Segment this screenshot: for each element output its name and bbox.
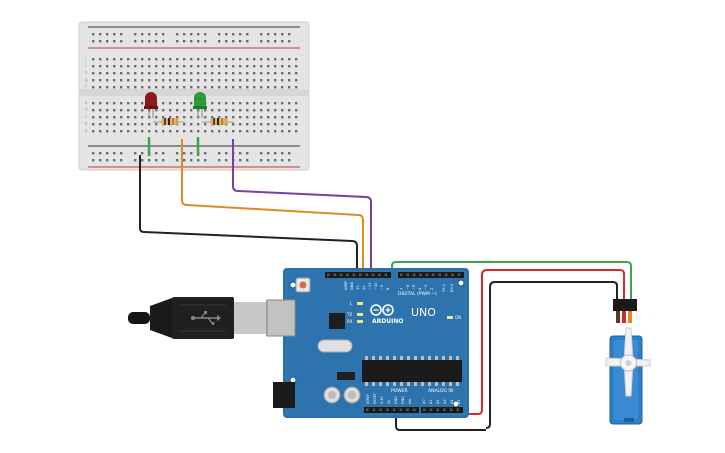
red-led[interactable] (144, 92, 158, 118)
pin-label-5: ~5 (412, 285, 416, 290)
usb-chip (329, 313, 345, 329)
pin-label-2: 2 (430, 288, 434, 290)
resistor-1[interactable] (153, 118, 185, 125)
led-rx-label: RX (347, 319, 353, 324)
usb-cable[interactable] (128, 297, 288, 339)
row-letter-f: f (85, 84, 87, 89)
wire-black-servo-gnd[interactable] (485, 281, 618, 429)
row-letter-e: e (85, 100, 88, 105)
row-letter-i: i (85, 63, 86, 68)
row-letter-a: a (85, 128, 88, 133)
pin-label-reset: RESET (373, 392, 377, 404)
led-l (357, 302, 363, 305)
usb-port (266, 299, 296, 337)
chip-legs (365, 356, 459, 386)
pin-label-tx1: TX 1 (442, 284, 446, 293)
led-on (447, 316, 453, 319)
digital-header-right (398, 272, 464, 278)
usb-icon (191, 311, 221, 325)
analog-header (421, 407, 463, 413)
pin-label-gnd-1: GND (394, 396, 398, 404)
pin-label-6: ~6 (406, 284, 410, 290)
pin-label-gnd-2: GND (401, 396, 405, 404)
pin-label-7: 7 (400, 288, 404, 290)
wire-orange[interactable] (181, 139, 364, 274)
pin-label-5v: 5V (387, 399, 391, 404)
wire-red-5v[interactable] (477, 269, 625, 415)
pin-label-9: ~9 (380, 284, 384, 290)
digital-header-left (325, 272, 391, 278)
wire-purple[interactable] (232, 139, 372, 274)
row-letter-h: h (85, 70, 88, 75)
row-letter-b: b (85, 121, 88, 126)
power-label: POWER (391, 388, 408, 394)
brand-label: ARDUINO (372, 318, 403, 325)
power-header (364, 407, 419, 413)
resistor-2[interactable] (202, 118, 234, 125)
wire-black-gnd-link[interactable] (395, 410, 486, 431)
green-led[interactable] (193, 92, 207, 118)
breadboard-row-letters: j i h g f e d c b a (84, 56, 88, 133)
led-l-label: L (350, 301, 353, 306)
pin-label-aref: AREF (344, 281, 348, 290)
led-rx (357, 320, 363, 323)
pin-label-ioref: IOREF (366, 394, 370, 404)
pin-label-a2: A2 (436, 400, 440, 404)
row-letter-g: g (85, 77, 88, 82)
atmega-chip (362, 360, 462, 382)
pin-label-3v3: 3.3V (380, 396, 384, 404)
breadboard: j i h g f e d c b a (78, 21, 310, 171)
row-letter-j: j (84, 56, 86, 61)
pin-label-13: 13 (356, 285, 360, 290)
pin-label-a0: A0 (422, 400, 426, 404)
dc-jack (273, 382, 295, 408)
pin-label-gnd: GND (350, 282, 354, 290)
servo-connector (613, 299, 637, 311)
wire-black-gnd[interactable] (139, 155, 358, 274)
led-tx (357, 313, 363, 316)
led-on-label: ON (455, 315, 461, 320)
pin-label-3: ~3 (424, 285, 428, 290)
digital-header-label: DIGITAL (PWM ~) (398, 291, 437, 297)
pin-label-vin: Vin (408, 399, 412, 404)
pin-label-4: 4 (418, 287, 422, 290)
pin-label-rx0: RX 0 (450, 283, 454, 292)
analog-label: ANALOG IN (428, 388, 453, 394)
pin-label-11: ~11 (368, 282, 372, 290)
pin-label-a1: A1 (429, 400, 433, 404)
crystal (317, 339, 353, 353)
pin-label-12: 12 (362, 285, 366, 290)
arduino-logo (370, 304, 394, 316)
pin-label-10: ~10 (374, 282, 378, 290)
model-label: UNO (411, 306, 436, 319)
wire-green-signal[interactable] (391, 261, 632, 302)
row-letter-c: c (85, 114, 87, 119)
arduino-uno-board[interactable]: L TX RX ON ARDUINO UNO DIGITAL (PWM ~) P… (266, 268, 469, 418)
pin-label-a3: A3 (443, 400, 447, 404)
led-tx-label: TX (346, 312, 352, 317)
servo-motor[interactable] (605, 299, 651, 425)
pin-label-a4: A4 (450, 400, 454, 404)
pin-label-a5: A5 (457, 400, 461, 404)
row-letter-d: d (85, 107, 88, 112)
pin-label-8: 8 (386, 287, 390, 290)
header-pins (327, 273, 461, 412)
